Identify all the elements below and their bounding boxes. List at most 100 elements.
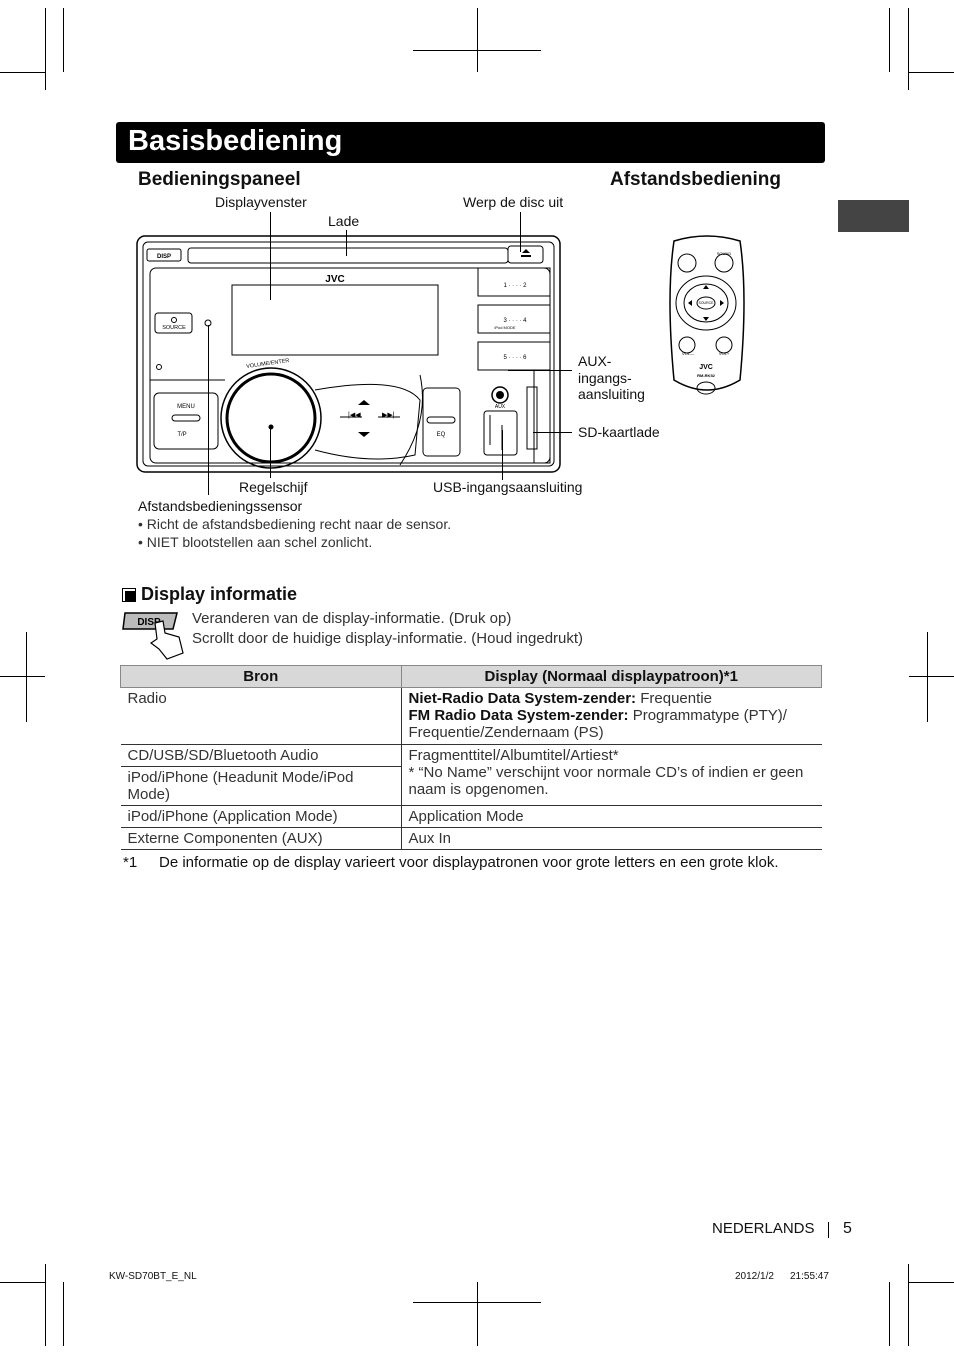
leader-line [208, 325, 209, 495]
sensor-note-2: • NIET blootstellen aan schel zonlicht. [138, 534, 373, 550]
crop-mark [477, 1282, 478, 1346]
svg-text:▶▶|: ▶▶| [382, 412, 395, 419]
remote-heading: Afstandsbediening [610, 169, 782, 190]
disp-desc-press: Veranderen van de display-informatie. (D… [192, 610, 512, 627]
ipod-mode-label: iPod MODE [494, 325, 515, 330]
footer-divider [828, 1222, 829, 1238]
disp-button-label: DISP [137, 617, 161, 628]
footnote-text: De informatie op de display varieert voo… [159, 854, 779, 871]
panel-heading: Bedieningspaneel [138, 169, 301, 190]
col-header-display: Display (Normaal displaypatroon)*1 [400, 665, 822, 688]
control-panel-illustration: DISP JVC SOURCE MENU T/P VOLUME/ENTER |◀… [136, 235, 561, 473]
crop-mark [0, 676, 45, 677]
remote-source-label: SOURCE [699, 301, 715, 305]
disp-desc-hold: Scrollt door de huidige display-informat… [192, 630, 584, 647]
svg-text:|◀◀: |◀◀ [348, 412, 361, 419]
remote-sound-label: SOUND [717, 251, 732, 256]
leader-line [270, 212, 271, 300]
preset-5-6: 5 · · · · 6 [503, 355, 527, 361]
crop-mark [889, 1282, 890, 1346]
crop-mark [0, 72, 45, 73]
leader-line [502, 430, 503, 480]
menu-key-label: MENU [177, 404, 195, 410]
crop-mark [927, 632, 928, 722]
remote-vol-plus: VOL+ [719, 351, 730, 356]
cell-radio-display: Niet-Radio Data System-zender: Frequenti… [401, 687, 822, 745]
callout-aux-3: aansluiting [578, 386, 645, 402]
table-row: iPod/iPhone (Application Mode) Applicati… [120, 805, 822, 828]
crop-mark [477, 8, 478, 72]
display-heading: Display informatie [141, 584, 298, 604]
remote-brand: JVC [699, 364, 713, 371]
callout-regelschijf: Regelschijf [239, 479, 308, 495]
section-square-icon [122, 588, 136, 602]
remote-model: RM-RK52 [697, 373, 716, 378]
leader-line [270, 428, 271, 478]
crop-mark [0, 1282, 45, 1283]
cell-radio-source: Radio [120, 687, 402, 745]
preset-1-2: 1 · · · · 2 [503, 283, 527, 289]
callout-sensor: Afstandsbedieningssensor [138, 498, 303, 514]
table-header-row: Bron Display (Normaal displaypatroon)*1 [120, 665, 822, 688]
footnote-mark: *1 [123, 854, 138, 871]
footer-date: 2012/1/2 [735, 1271, 774, 1282]
cell-cd-source: CD/USB/SD/Bluetooth Audio [120, 744, 402, 767]
crop-mark [909, 72, 954, 73]
footer-file: KW-SD70BT_E_NL [109, 1271, 197, 1282]
cell-cd-display: Fragmenttitel/Albumtitel/Artiest* * “No … [401, 744, 822, 806]
leader-line [533, 432, 572, 433]
eq-key-label: EQ [437, 432, 446, 438]
leader-line [520, 212, 521, 252]
table-row: iPod/iPhone (Headunit Mode/iPod Mode) [120, 766, 822, 806]
callout-lade: Lade [328, 213, 360, 229]
page-number: 5 [843, 1220, 852, 1237]
table-row: Externe Componenten (AUX) Aux In [120, 827, 822, 850]
sensor-note-1: • Richt de afstandsbediening recht naar … [138, 516, 452, 532]
device-brand: JVC [325, 274, 344, 285]
radio-line2-bold: FM Radio Data System-zender: [408, 707, 629, 724]
tp-key-label: T/P [177, 432, 186, 438]
disp-key-label: DISP [157, 254, 171, 260]
crop-mark [45, 8, 46, 90]
crop-mark [909, 676, 954, 677]
cell-app-display: Application Mode [401, 805, 822, 828]
footer-language: NEDERLANDS [712, 1220, 815, 1237]
leader-line [346, 230, 347, 256]
remote-illustration: SOUND SOURCE VOL— VOL+ JVC RM-RK52 [669, 235, 745, 395]
cd-line1: Fragmenttitel/Albumtitel/Artiest* [408, 747, 619, 764]
col-header-bron: Bron [120, 665, 402, 688]
footer-time: 21:55:47 [790, 1271, 829, 1282]
page-title: Basisbediening [128, 125, 343, 157]
crop-mark [63, 8, 64, 72]
language-tab [838, 200, 909, 232]
table-row: CD/USB/SD/Bluetooth Audio Fragmenttitel/… [120, 744, 822, 806]
crop-mark [63, 1282, 64, 1346]
callout-aux-1: AUX- [578, 353, 612, 369]
disp-press-icon: DISP [122, 612, 184, 660]
callout-werp: Werp de disc uit [463, 194, 564, 210]
leader-line [508, 370, 572, 371]
callout-displayvenster: Displayvenster [215, 194, 307, 210]
remote-vol-minus: VOL— [682, 351, 694, 356]
crop-mark [45, 1264, 46, 1346]
radio-line1: Frequentie [636, 690, 712, 707]
callout-usb: USB-ingangsaansluiting [433, 479, 583, 495]
crop-mark [909, 1282, 954, 1283]
crop-mark [908, 8, 909, 90]
cell-app-source: iPod/iPhone (Application Mode) [120, 805, 402, 828]
title-bar: Basisbediening [116, 122, 825, 163]
cd-line2: * “No Name” verschijnt voor normale CD’s… [408, 764, 804, 798]
cell-aux-display: Aux In [401, 827, 822, 850]
callout-sd: SD-kaartlade [578, 424, 660, 440]
volume-label: VOLUME/ENTER [246, 358, 290, 370]
crop-mark [908, 1264, 909, 1346]
callout-aux-2: ingangs- [578, 370, 632, 386]
radio-line3: Frequentie/Zendernaam (PS) [408, 724, 604, 741]
crop-mark [889, 8, 890, 72]
crop-mark [26, 632, 27, 722]
aux-port-label: AUX [495, 404, 506, 410]
cell-aux-source: Externe Componenten (AUX) [120, 827, 402, 850]
radio-line2: Programmatype (PTY)/ [628, 707, 787, 724]
source-key-label: SOURCE [162, 325, 186, 331]
preset-3-4: 3 · · · · 4 [503, 318, 527, 324]
